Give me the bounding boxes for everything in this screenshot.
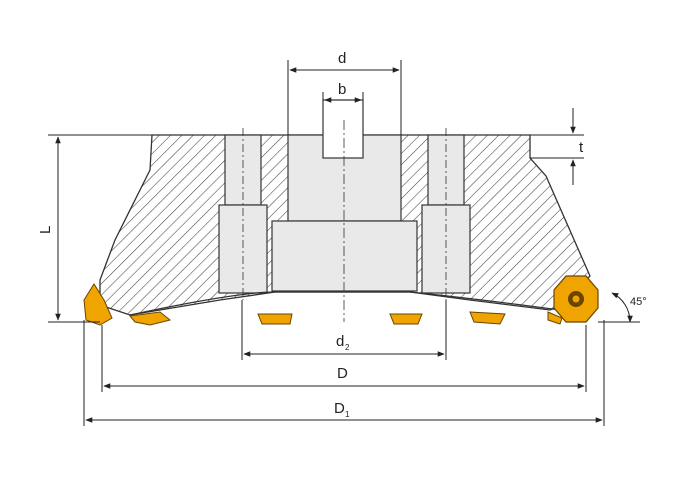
inserts (83, 275, 599, 326)
insert-bottom-4 (469, 311, 506, 325)
insert-bottom-5 (547, 311, 563, 325)
insert-left (83, 283, 113, 326)
dim-angle-arc (611, 292, 633, 323)
keyway-slot (322, 99, 364, 159)
label-D: D (337, 365, 348, 382)
cutter-body (99, 99, 591, 322)
label-D1: D (334, 400, 345, 417)
label-d2-sub: 2 (345, 343, 350, 352)
label-b: b (338, 81, 346, 98)
central-bore-lower (271, 220, 418, 292)
label-t: t (579, 139, 584, 156)
insert-bottom-2 (257, 313, 293, 325)
label-L: L (37, 226, 54, 234)
insert-bottom-3 (389, 313, 423, 325)
label-angle: 45° (630, 296, 647, 308)
insert-bottom-1 (129, 311, 172, 326)
dimensions (48, 60, 640, 426)
label-d: d (338, 50, 346, 67)
label-D1-sub: 1 (345, 410, 350, 419)
label-d2: d (336, 333, 344, 350)
